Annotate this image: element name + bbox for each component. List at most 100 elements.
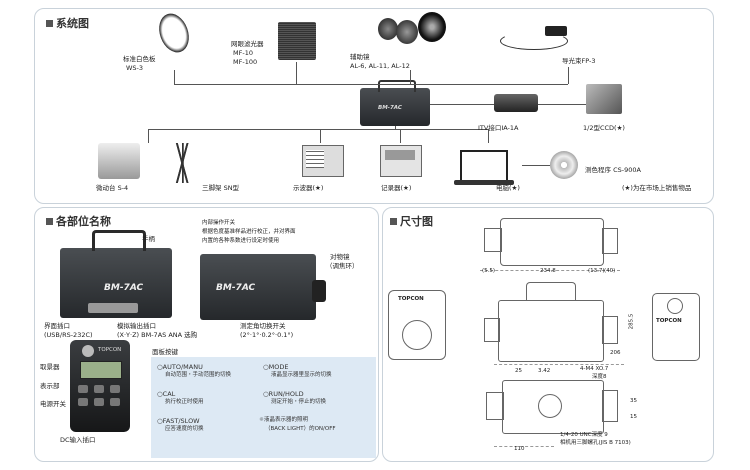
connector-line xyxy=(568,67,569,84)
fiber-label: 导光束FP-3 xyxy=(562,57,596,65)
angle-switch-label-1: 测定角切换开关 xyxy=(240,322,286,330)
dim-234-8: 234.8 xyxy=(540,268,556,274)
key-mode-name: ○MODE xyxy=(263,363,289,371)
white-plate-label: 标准白色板 xyxy=(123,55,156,63)
remote-drawing xyxy=(652,293,700,361)
dim-40: (40) xyxy=(604,268,616,274)
angle-switch-label-2: (2°·1°·0.2°·0.1°) xyxy=(240,331,294,339)
cd-disc-image xyxy=(550,151,578,179)
remote-button[interactable] xyxy=(94,398,104,406)
dim-jis: 相机用三脚螺孔(JIS B 7103) xyxy=(560,440,631,446)
remote-button[interactable] xyxy=(110,398,120,406)
interface-label-1: 界面插口 xyxy=(44,322,70,330)
dim-5-5: (5.5) xyxy=(482,268,496,274)
key-mode-desc: 液晶显示器里显示的切换 xyxy=(271,372,332,378)
tv-adapter-label: ITV接口IA-1A xyxy=(478,124,519,132)
connector-line xyxy=(488,129,489,143)
oscilloscope-image xyxy=(302,145,344,177)
analog-label-1: 模拟输出插口 xyxy=(117,322,156,330)
recorder-image xyxy=(380,145,422,177)
key-cal-desc: 执行校正时使用 xyxy=(165,399,204,405)
internal-switch-label-1: 内部操作开关 xyxy=(202,220,236,226)
fiber-image xyxy=(500,32,568,50)
unit-front-ports xyxy=(88,303,138,313)
remote-dial xyxy=(82,345,94,357)
tripod-image xyxy=(168,143,198,183)
note-text: (★)为在市场上销售物品 xyxy=(622,184,692,192)
dim-3-42: 3.42 xyxy=(538,368,551,374)
connector-line xyxy=(296,62,297,84)
sun-icon: ☼ xyxy=(259,417,264,423)
oscilloscope-label: 示波器(★) xyxy=(293,184,324,192)
unit-front-brand: BM-7AC xyxy=(104,283,144,293)
analog-label-2: (X·Y·Z) BM-7AS ANA 选购 xyxy=(117,331,198,339)
panel-keys-title: 面板按键 xyxy=(152,348,178,356)
remote-brand: TOPCON xyxy=(98,347,122,353)
filter-model-2: MF-100 xyxy=(233,58,258,66)
display-label: 表示部 xyxy=(40,382,60,390)
recorder-label: 记录器(★) xyxy=(381,184,412,192)
dim-15: 15 xyxy=(630,414,637,420)
panel-keys-box: ○AUTO/MANU 自动范围・手动范围的切换 ○MODE 液晶显示器里显示的切… xyxy=(151,357,376,458)
computer-label: 电脑(★) xyxy=(496,184,520,192)
parts-title: 各部位名称 xyxy=(46,213,111,229)
ccd-camera-image xyxy=(586,84,622,114)
remote-lcd xyxy=(80,361,122,379)
filter-label: 网眼滤光器 xyxy=(231,40,264,48)
dims-panel xyxy=(382,207,714,462)
dims-title: 尺寸图 xyxy=(390,213,433,229)
unit-rear-brand: BM-7AC xyxy=(216,283,256,293)
bottom-view-drawing xyxy=(502,380,604,434)
unit-rear-lens xyxy=(312,280,326,302)
connector-line xyxy=(174,84,568,85)
front-view-dial xyxy=(402,320,432,350)
bottom-view-lens xyxy=(602,390,618,422)
side-view-eyepiece xyxy=(484,318,500,342)
filter-model-1: MF-10 xyxy=(233,49,253,57)
key-backlight-desc: （BACK LIGHT）的ON/OFF xyxy=(265,426,336,432)
remote-drawing-brand: TOPCON xyxy=(656,318,682,324)
square-icon xyxy=(46,19,53,27)
remote-button[interactable] xyxy=(94,385,104,393)
eyepiece-label-1: 对物镜 xyxy=(330,253,350,261)
system-title: 系统图 xyxy=(46,15,89,31)
side-view-drawing xyxy=(498,300,604,362)
square-icon xyxy=(46,217,53,225)
square-icon xyxy=(390,217,397,225)
top-view-lens xyxy=(602,228,618,254)
main-unit-handle xyxy=(378,80,416,92)
connector-line xyxy=(320,129,321,143)
connector-line xyxy=(174,70,175,84)
lens-image-3 xyxy=(418,12,446,42)
dim-13-7: (13.7) xyxy=(588,268,605,274)
receiver-label: 取景器 xyxy=(40,363,60,371)
dim-line xyxy=(494,446,554,447)
unit-front-handle xyxy=(92,230,146,251)
main-unit-image xyxy=(360,88,430,126)
remote-button[interactable] xyxy=(78,385,88,393)
remote-button[interactable] xyxy=(78,398,88,406)
key-auto-manu-name: ○AUTO/MANU xyxy=(157,363,203,371)
power-switch-label: 电源开关 xyxy=(40,400,66,408)
key-fast-slow-desc: 应答速度的切换 xyxy=(165,426,204,432)
dim-110: 110 xyxy=(514,446,525,452)
remote-drawing-dial xyxy=(667,298,683,314)
dim-line xyxy=(494,364,624,365)
front-view-brand: TOPCON xyxy=(398,296,424,302)
dim-285-5: 285.5 xyxy=(628,313,635,330)
dim-25: 25 xyxy=(515,368,522,374)
interface-label-2: (USB/RS-232C) xyxy=(44,331,93,339)
key-auto-manu-desc: 自动范围・手动范围的切换 xyxy=(165,372,232,378)
tripod-label: 三脚架 SN型 xyxy=(202,184,240,192)
connector-line xyxy=(400,129,401,143)
key-fast-slow-name: ○FAST/SLOW xyxy=(157,417,200,425)
stand-label: 微动台 S-4 xyxy=(96,184,129,192)
handle-label: 手柄 xyxy=(142,235,155,243)
key-run-hold-name: ○RUN/HOLD xyxy=(263,390,304,398)
tripod-screw-hole xyxy=(538,394,562,418)
connector-line xyxy=(395,126,396,129)
remote-button[interactable] xyxy=(110,385,120,393)
connector-line xyxy=(148,129,149,143)
unit-rear-image xyxy=(200,254,316,320)
dim-4-m4: 4-M4 XO.7 xyxy=(580,366,609,372)
